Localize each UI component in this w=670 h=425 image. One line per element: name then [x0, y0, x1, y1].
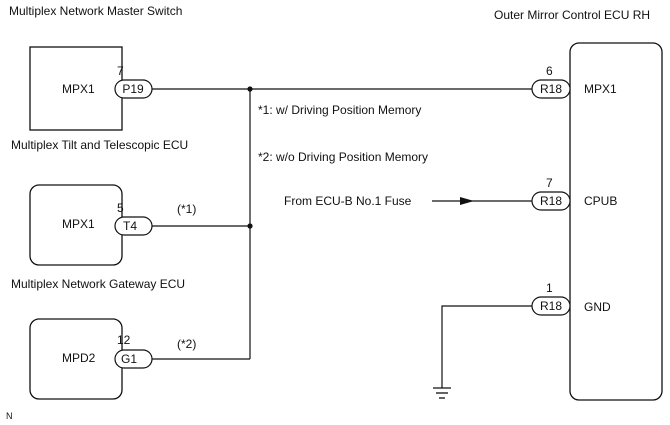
junction-dot: [247, 86, 253, 92]
mirror-terminal-mpx1: MPX1: [584, 82, 617, 96]
connector-r18-cpub-label: R18: [540, 194, 562, 208]
diagram-code: N: [6, 411, 13, 421]
mirror-terminal-cpub: CPUB: [584, 194, 617, 208]
wire-ground: [441, 305, 532, 388]
pin-tilt: 5: [117, 201, 124, 215]
note-tag-2: (*2): [177, 337, 196, 351]
wires: [152, 88, 532, 388]
connector-p19-label: P19: [122, 82, 144, 96]
note-1: *1: w/ Driving Position Memory: [258, 103, 421, 117]
fuse-source-label: From ECU-B No.1 Fuse: [284, 194, 412, 208]
ground-icon: [433, 387, 451, 399]
connector-r18-mpx1-label: R18: [540, 82, 562, 96]
mirror-ecu-box: [569, 42, 663, 401]
connector-t4-label: T4: [123, 219, 137, 233]
pin-master: 7: [117, 64, 124, 78]
note-tag-1: (*1): [177, 202, 196, 216]
pin-mirror-mpx1: 6: [546, 64, 553, 78]
gateway-ecu-title: Multiplex Network Gateway ECU: [11, 277, 185, 291]
junction-dot: [247, 223, 253, 229]
note-2: *2: w/o Driving Position Memory: [258, 150, 428, 164]
tilt-terminal-name: MPX1: [62, 217, 95, 231]
pin-mirror-gnd: 1: [546, 281, 553, 295]
pin-gateway: 12: [117, 333, 131, 347]
arrow-icon: [460, 197, 474, 205]
mirror-ecu-title: Outer Mirror Control ECU RH: [494, 8, 650, 22]
mirror-terminal-gnd: GND: [584, 300, 611, 314]
connector-g1-label: G1: [121, 352, 137, 366]
connector-r18-gnd-label: R18: [540, 299, 562, 313]
tilt-ecu-title: Multiplex Tilt and Telescopic ECU: [11, 138, 188, 152]
master-switch-title: Multiplex Network Master Switch: [9, 4, 182, 18]
gateway-terminal-name: MPD2: [62, 351, 96, 365]
pin-mirror-cpub: 7: [546, 176, 553, 190]
master-terminal-name: MPX1: [62, 82, 95, 96]
